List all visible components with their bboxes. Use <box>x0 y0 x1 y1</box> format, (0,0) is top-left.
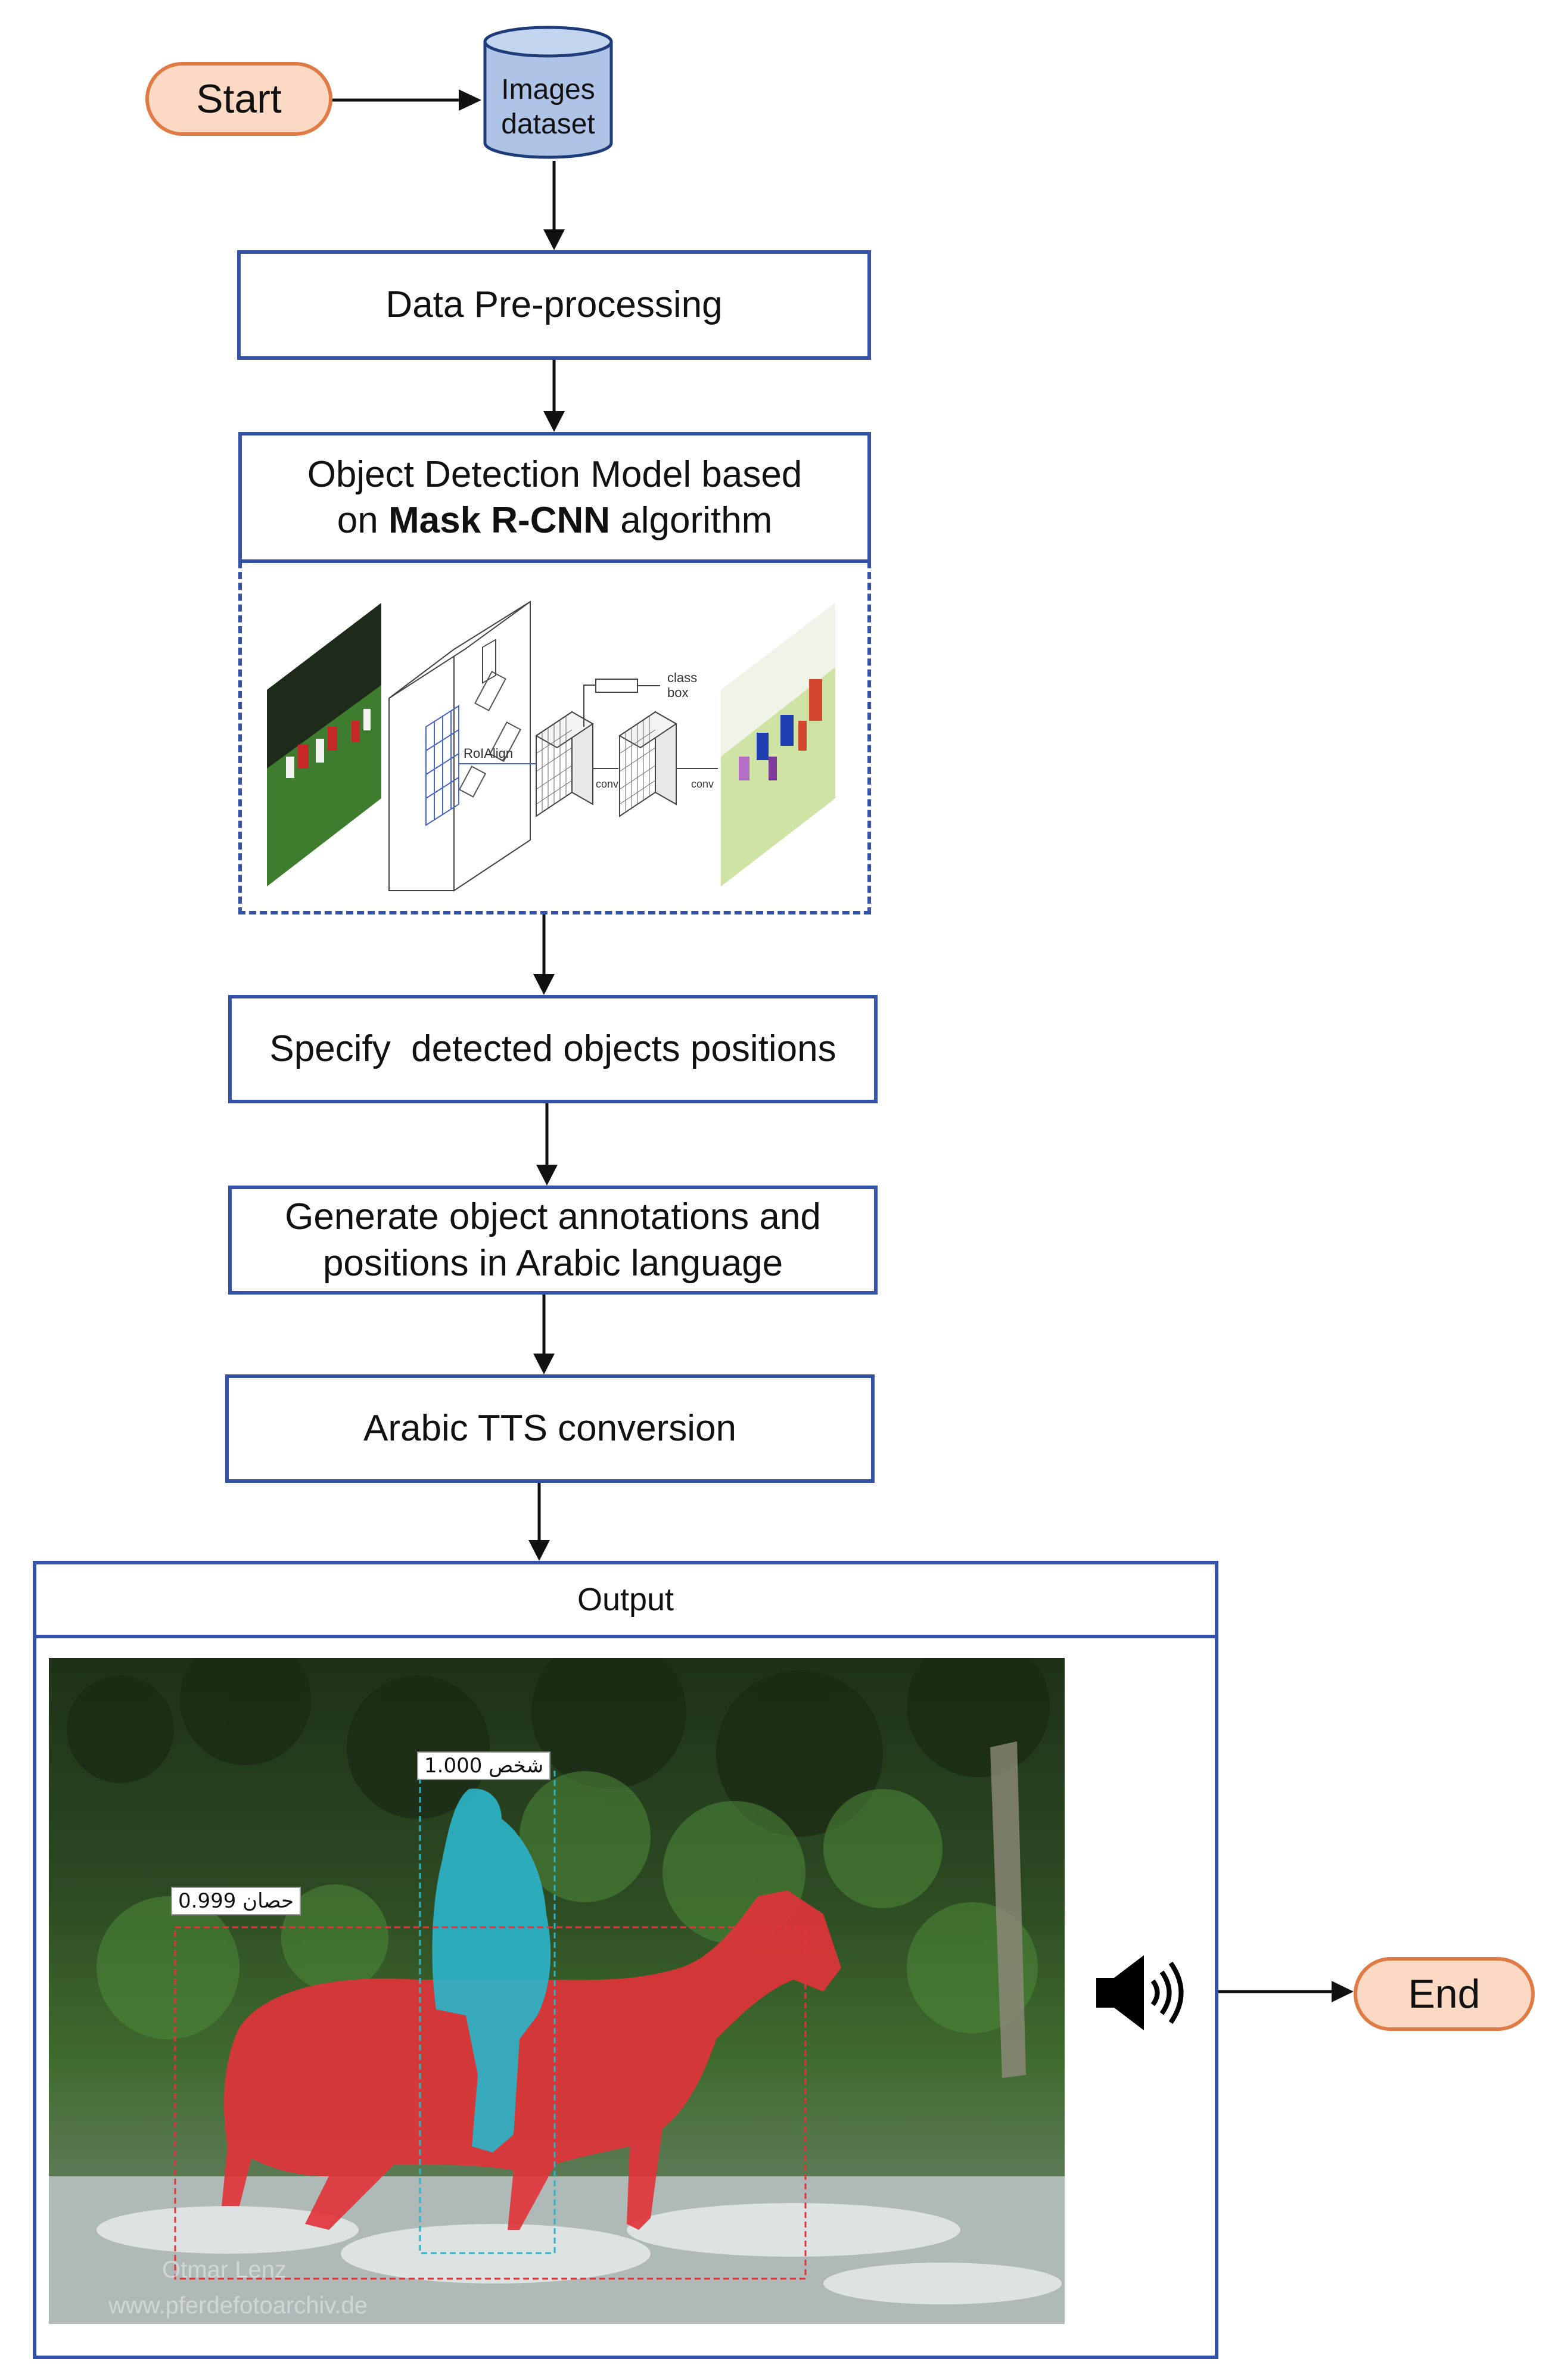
fc-head <box>595 679 638 693</box>
database-icon <box>483 26 613 159</box>
horse-bbox <box>174 1926 807 2280</box>
start-node: Start <box>145 62 332 136</box>
head-label-class: class <box>667 670 697 685</box>
detection-label-1: Object Detection Model based <box>307 453 803 495</box>
horse-mask <box>222 1890 841 2230</box>
conv-block-2 <box>618 711 677 817</box>
detection-label-2: on Mask R-CNN algorithm <box>337 500 773 541</box>
backbone-block <box>388 601 531 892</box>
output-image-small <box>721 603 835 886</box>
horse-label: حصان 0.999 <box>171 1887 301 1915</box>
end-node: End <box>1354 1957 1535 2031</box>
output-title: Output <box>577 1582 674 1617</box>
conv-block-1 <box>535 711 594 817</box>
dataset-label-2: dataset <box>501 108 595 140</box>
positions-label: Specify detected objects positions <box>269 1028 836 1070</box>
roi-grid <box>425 705 459 826</box>
photo-scene: Otmar Lenz www.pferdefotoarchiv.de <box>49 1658 1065 2324</box>
head-label-box: box <box>667 685 688 700</box>
annotations-label-2: positions in Arabic language <box>322 1242 783 1284</box>
dataset-node: Images dataset <box>481 24 615 161</box>
conv-label-1: conv <box>596 778 618 790</box>
speaker-icon <box>1096 1955 1184 2030</box>
watermark-line-2: www.pferdefotoarchiv.de <box>108 2292 368 2319</box>
person-label: شخص 1.000 <box>417 1751 551 1780</box>
tts-label: Arabic TTS conversion <box>363 1408 736 1449</box>
output-panel: Output <box>33 1561 1218 2359</box>
architecture-panel <box>238 561 871 914</box>
detection-node: Object Detection Model based on Mask R-C… <box>238 432 871 563</box>
input-image <box>267 603 381 886</box>
person-mask <box>432 1788 551 2152</box>
annotations-node: Generate object annotations and position… <box>228 1186 878 1295</box>
watermark-line-1: Otmar Lenz <box>162 2257 287 2283</box>
preprocessing-node: Data Pre-processing <box>237 250 871 360</box>
positions-node: Specify detected objects positions <box>228 995 878 1103</box>
dataset-label-1: Images <box>501 74 595 105</box>
conv-label-2: conv <box>691 778 714 790</box>
annotations-label-1: Generate object annotations and <box>285 1196 821 1237</box>
conv-grid-2 <box>619 716 656 812</box>
start-label: Start <box>196 76 282 122</box>
tts-node: Arabic TTS conversion <box>225 1374 875 1483</box>
preprocessing-label: Data Pre-processing <box>385 284 723 326</box>
roialign-label: RoIAlign <box>464 746 513 761</box>
conv-grid-1 <box>536 716 573 812</box>
end-label: End <box>1408 1971 1481 2017</box>
mask-rcnn-diagram: RoIAlign conv conv class box <box>267 601 835 892</box>
output-header: Output <box>36 1564 1215 1638</box>
output-photo: Otmar Lenz www.pferdefotoarchiv.de شخص 1… <box>49 1658 1065 2324</box>
